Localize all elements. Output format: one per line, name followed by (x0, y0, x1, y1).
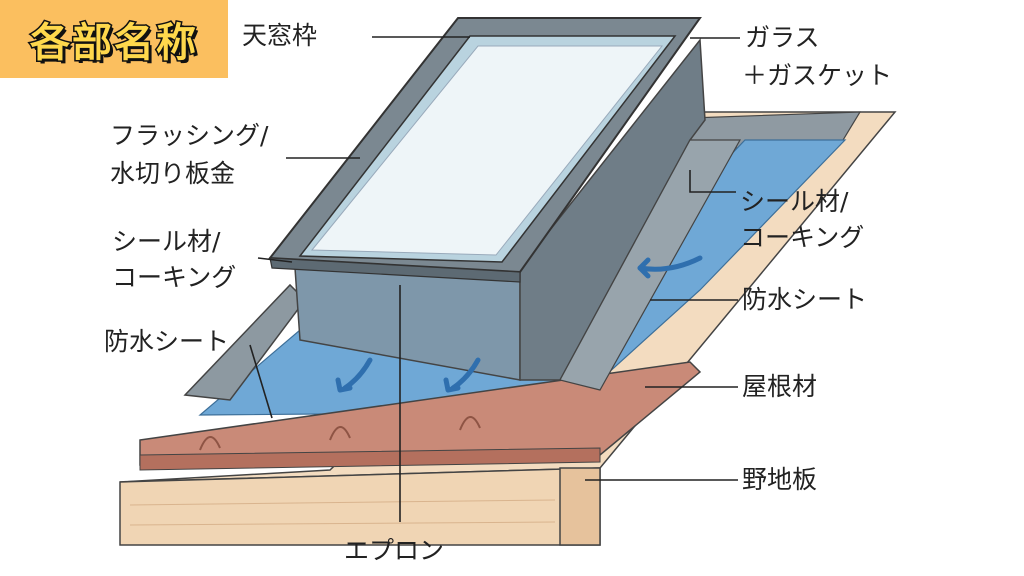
label-sealant-right-line1: シール材/ (740, 187, 849, 216)
water-flow-arrows (335, 255, 703, 393)
label-waterproof-right: 防水シート (742, 285, 868, 314)
label-sealant-right-line2: コーキング (740, 223, 865, 252)
label-waterproof-left: 防水シート (104, 327, 230, 356)
label-flashing-line2: 水切り板金 (110, 159, 236, 188)
leader-lines (249, 36, 740, 522)
label-sealant-left-line1: シール材/ (112, 227, 221, 256)
skylight-frame (268, 17, 702, 283)
label-roofing: 屋根材 (742, 372, 818, 401)
label-glass-line1: ガラス (745, 23, 820, 52)
label-sheathing: 野地板 (742, 465, 818, 494)
title-badge: 各部名称 (0, 0, 228, 78)
label-apron: エプロン (344, 536, 445, 565)
label-flashing-line1: フラッシング/ (110, 121, 269, 150)
roofing-tiles (139, 361, 702, 471)
title-badge-text: 各部名称 (29, 19, 198, 68)
label-sealant-left-line2: コーキング (112, 263, 237, 292)
label-glass-line2: ＋ガスケット (742, 61, 893, 90)
label-skylight-frame: 天窓枠 (242, 21, 318, 50)
